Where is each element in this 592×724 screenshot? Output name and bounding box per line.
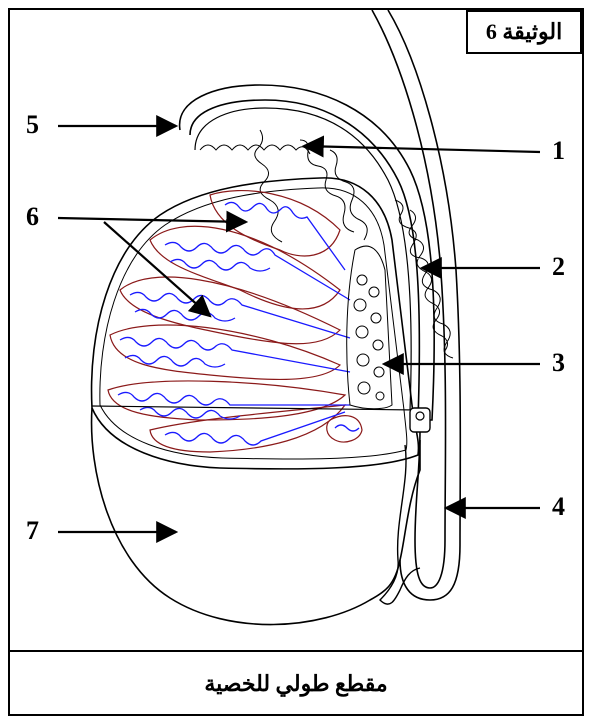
epididymis-inner — [195, 108, 411, 410]
testis-outline — [92, 178, 419, 469]
pointer-arrows — [58, 126, 540, 532]
spermatic-cord-outer — [372, 10, 446, 588]
arrow-6b — [104, 222, 210, 316]
figure-caption: مقطع طولي للخصية — [8, 652, 584, 716]
lobules — [108, 191, 362, 452]
label-3: 3 — [552, 350, 565, 376]
scrotal-sac — [92, 408, 420, 625]
label-6: 6 — [26, 204, 39, 230]
document-tag: الوثيقة 6 — [466, 10, 582, 54]
rete-testis — [347, 246, 392, 409]
spermatic-cord-inner — [388, 10, 460, 600]
label-7: 7 — [26, 518, 39, 544]
label-1: 1 — [552, 138, 565, 164]
sac-neck — [380, 445, 420, 604]
label-2: 2 — [552, 254, 565, 280]
label-5: 5 — [26, 112, 39, 138]
label-4: 4 — [552, 494, 565, 520]
